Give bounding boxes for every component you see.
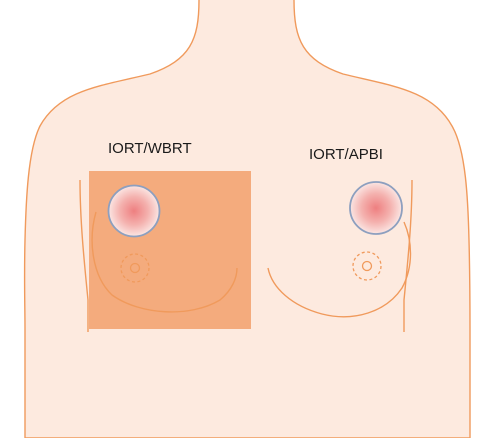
iort-apbi-label: IORT/APBI	[309, 147, 383, 162]
iort-wbrt-label: IORT/WBRT	[108, 141, 192, 156]
right-tumor-bed-icon	[350, 182, 402, 234]
left-tumor-bed-icon	[109, 186, 160, 237]
